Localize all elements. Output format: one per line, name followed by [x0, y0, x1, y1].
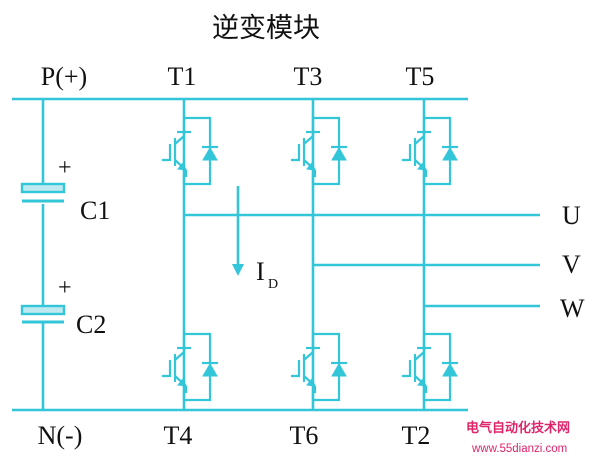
igbt-t2	[400, 330, 460, 404]
label-p-plus: P(+)	[41, 62, 87, 91]
igbt-t5	[400, 114, 460, 188]
label-plus-c1: +	[58, 155, 72, 181]
current-arrow-head	[232, 264, 244, 276]
label-t6: T6	[290, 421, 319, 450]
label-c1: C1	[80, 196, 110, 225]
label-n-minus: N(-)	[38, 421, 83, 450]
capacitor-c1	[20, 182, 66, 203]
diagram-title: 逆变模块	[212, 13, 320, 44]
igbt-t3	[289, 114, 349, 188]
capacitor-c2	[20, 304, 66, 324]
label-t5: T5	[406, 62, 435, 91]
label-plus-c2: +	[58, 275, 72, 301]
label-current-i: I	[256, 257, 265, 286]
label-t1: T1	[168, 62, 197, 91]
label-c2: C2	[76, 310, 106, 339]
label-v: V	[562, 250, 581, 279]
label-t3: T3	[294, 62, 323, 91]
igbt-t6	[289, 330, 349, 404]
igbt-t4	[160, 330, 220, 404]
label-t2: T2	[402, 421, 431, 450]
igbt-t1	[160, 114, 220, 188]
label-w: W	[560, 294, 585, 323]
label-t4: T4	[164, 421, 193, 450]
label-u: U	[562, 201, 581, 230]
label-current-subscript: D	[268, 277, 278, 292]
watermark-site-name: 电气自动化技术网	[466, 420, 570, 436]
watermark-url: www.55dianzi.com	[471, 443, 567, 455]
